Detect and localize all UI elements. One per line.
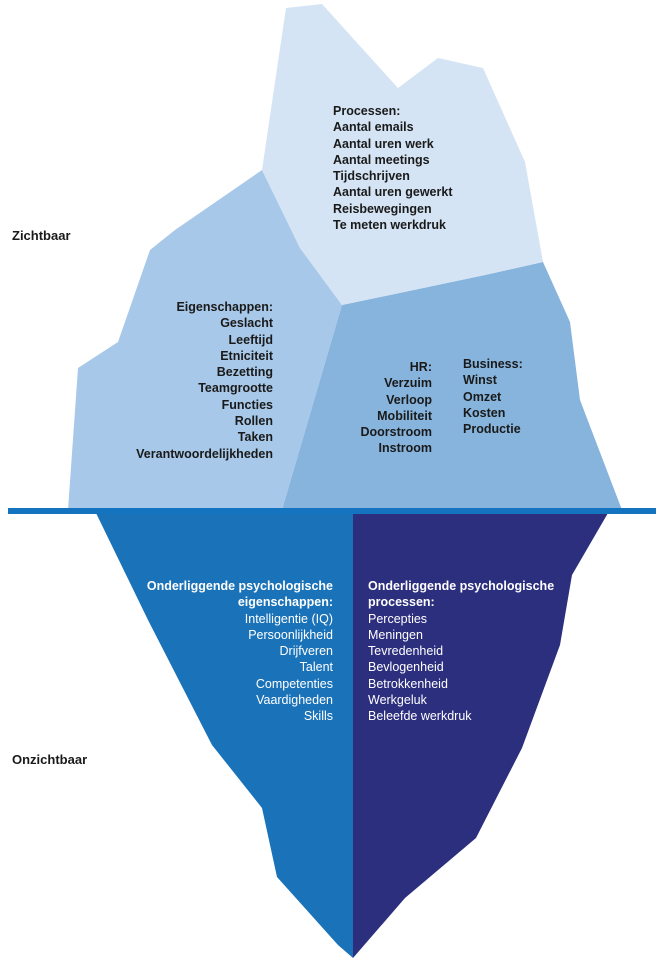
processen-item: Aantal uren werk [333,136,434,151]
hr-item: Instroom [378,441,432,456]
processen-item: Te meten werkdruk [333,218,447,233]
eigenschappen-item: Etniciteit [220,348,273,363]
business-heading: Business: [463,357,523,371]
business-item: Kosten [463,405,506,420]
eigenschappen-item: Functies [221,397,273,412]
psy-eigenschappen-item: Talent [299,660,333,675]
eigenschappen-item: Geslacht [220,316,273,331]
eigenschappen-heading: Eigenschappen: [176,300,273,314]
psy-eigenschappen-item: Competenties [255,676,333,691]
processen-item: Reisbewegingen [333,201,432,216]
psy-processen-item: Meningen [368,627,423,642]
psy-eigenschappen-item: Persoonlijkheid [248,627,333,642]
eigenschappen-item: Verantwoordelijkheden [136,446,273,461]
hr-item: Mobiliteit [377,408,432,423]
visible-label: Zichtbaar [12,228,71,243]
psy-processen-item: Betrokkenheid [368,676,448,691]
business-item: Winst [463,373,497,388]
processen-heading: Processen: [333,104,401,118]
iceberg-top-peak [262,4,543,305]
psy-eigenschappen-item: Skills [303,709,333,724]
psy-processen-item: Werkgeluk [368,693,427,708]
eigenschappen-block: Eigenschappen: Geslacht Leeftijd Etnicit… [136,299,273,462]
processen-block: Processen: Aantal emails Aantal uren wer… [333,103,452,233]
hr-heading: HR: [409,360,432,374]
hr-item: Verloop [386,392,432,407]
waterline [8,508,656,514]
psy-processen-item: Tevredenheid [368,644,444,659]
psy-eigenschappen-item: Vaardigheden [256,693,333,708]
iceberg-bottom-left [96,513,353,958]
hr-item: Doorstroom [360,425,432,440]
psy-processen-heading: Onderliggende psychologische [368,579,555,593]
eigenschappen-item: Taken [237,430,273,445]
psy-eigenschappen-heading: Onderliggende psychologische [146,579,333,593]
business-item: Productie [463,422,521,437]
eigenschappen-item: Rollen [234,414,273,429]
psy-processen-heading: processen: [368,595,435,610]
hr-item: Verzuim [384,376,432,391]
processen-item: Tijdschrijven [333,169,410,184]
iceberg-top-right [282,262,622,510]
iceberg-bottom-right [353,513,608,958]
psy-processen-block: Onderliggende psychologische processen: … [368,578,554,725]
eigenschappen-item: Teamgrootte [198,381,273,396]
psy-eigenschappen-block: Onderliggende psychologische eigenschapp… [147,578,333,725]
psy-processen-item: Percepties [368,611,428,626]
psy-processen-item: Beleefde werkdruk [368,709,472,724]
iceberg-top-left [68,170,342,510]
processen-item: Aantal emails [333,120,414,135]
processen-item: Aantal uren gewerkt [333,185,453,200]
hr-block: HR: Verzuim Verloop Mobiliteit Doorstroo… [360,359,432,457]
eigenschappen-item: Bezetting [216,365,273,380]
eigenschappen-item: Leeftijd [228,332,273,347]
business-item: Omzet [463,389,502,404]
invisible-label: Onzichtbaar [12,752,88,767]
psy-eigenschappen-heading: eigenschappen: [237,595,333,610]
psy-processen-item: Bevlogenheid [368,660,444,675]
processen-item: Aantal meetings [333,152,430,167]
psy-eigenschappen-item: Drijfveren [279,644,334,659]
business-block: Business: Winst Omzet Kosten Productie [463,356,523,437]
psy-eigenschappen-item: Intelligentie (IQ) [244,611,333,626]
